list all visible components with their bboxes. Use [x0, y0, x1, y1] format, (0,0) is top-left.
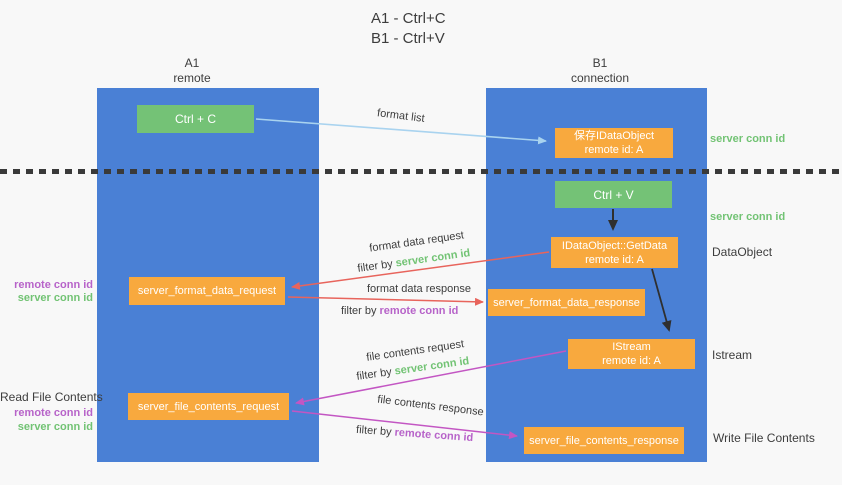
file-request-label: server_file_contents_request	[137, 400, 280, 413]
istream-line1: IStream	[612, 341, 651, 353]
file-response-label: server_file_contents_response	[529, 434, 679, 447]
node-ctrl-v: Ctrl + V	[555, 181, 672, 208]
getdata-line1: IDataObject::GetData	[561, 239, 668, 252]
lane-a1-name: A1	[184, 56, 200, 70]
left-server-conn-id-1: server conn id	[17, 292, 93, 304]
istream-line2: remote id: A	[602, 355, 661, 367]
format-list-label: format list	[376, 107, 426, 125]
save-idataobject-line1: 保存IDataObject	[573, 130, 655, 142]
diagram-title: A1 - Ctrl+C B1 - Ctrl+V	[371, 9, 446, 49]
server-conn-id-value: server conn id	[393, 355, 471, 378]
getdata-line2: remote id: A	[585, 253, 644, 266]
lane-a1-subtitle: remote	[173, 71, 211, 85]
read-file-contents-label: Read File Contents	[0, 390, 103, 404]
dataobject-label: DataObject	[712, 245, 773, 259]
remote-conn-id-value: remote conn id	[379, 305, 459, 317]
lane-header-b1: B1 connection	[540, 56, 660, 86]
left-remote-conn-id-1: remote conn id	[14, 279, 93, 291]
filter-by-remote-conn-id-label-2: filter by remote conn id	[356, 424, 474, 444]
format-data-response-label: format data response	[367, 283, 471, 295]
node-server-format-data-request: server_format_data_request	[129, 277, 285, 305]
title-line-1: A1 - Ctrl+C	[371, 10, 446, 27]
lane-header-a1: A1 remote	[132, 56, 252, 86]
format-response-label: server_format_data_response	[493, 296, 640, 309]
right-server-conn-id-1: server conn id	[710, 133, 786, 145]
filter-by-remote-conn-id-label-1: filter by remote conn id	[341, 305, 458, 317]
title-line-2: B1 - Ctrl+V	[371, 30, 445, 47]
save-idataobject-line2: remote id: A	[584, 144, 644, 156]
write-file-contents-label: Write File Contents	[713, 431, 815, 445]
filter-prefix: filter by	[341, 305, 380, 317]
server-conn-id-value: server conn id	[394, 247, 472, 270]
node-server-format-data-response: server_format_data_response	[488, 289, 645, 316]
ctrl-c-label: Ctrl + C	[174, 112, 216, 126]
remote-conn-id-value: remote conn id	[394, 426, 474, 445]
lane-b1-subtitle: connection	[570, 71, 630, 85]
format-request-label: server_format_data_request	[137, 285, 277, 297]
filter-prefix: filter by	[356, 257, 397, 275]
istream-side-label: Istream	[712, 348, 753, 362]
node-server-file-contents-request: server_file_contents_request	[128, 393, 289, 420]
left-server-conn-id-2: server conn id	[17, 421, 93, 433]
node-save-idataobject: 保存IDataObject remote id: A	[555, 128, 673, 158]
node-idataobject-getdata: IDataObject::GetData remote id: A	[551, 237, 678, 268]
node-istream: IStream remote id: A	[568, 339, 695, 369]
left-remote-conn-id-2: remote conn id	[14, 407, 93, 419]
lane-b1-name: B1	[592, 56, 608, 70]
ctrl-v-label: Ctrl + V	[593, 187, 634, 202]
node-server-file-contents-response: server_file_contents_response	[524, 427, 684, 454]
file-contents-response-label: file contents response	[376, 393, 485, 419]
node-ctrl-c: Ctrl + C	[137, 105, 254, 133]
filter-prefix: filter by	[355, 365, 396, 383]
right-server-conn-id-2: server conn id	[710, 211, 786, 223]
filter-prefix: filter by	[355, 423, 395, 439]
dotted-separator-line	[0, 169, 842, 174]
